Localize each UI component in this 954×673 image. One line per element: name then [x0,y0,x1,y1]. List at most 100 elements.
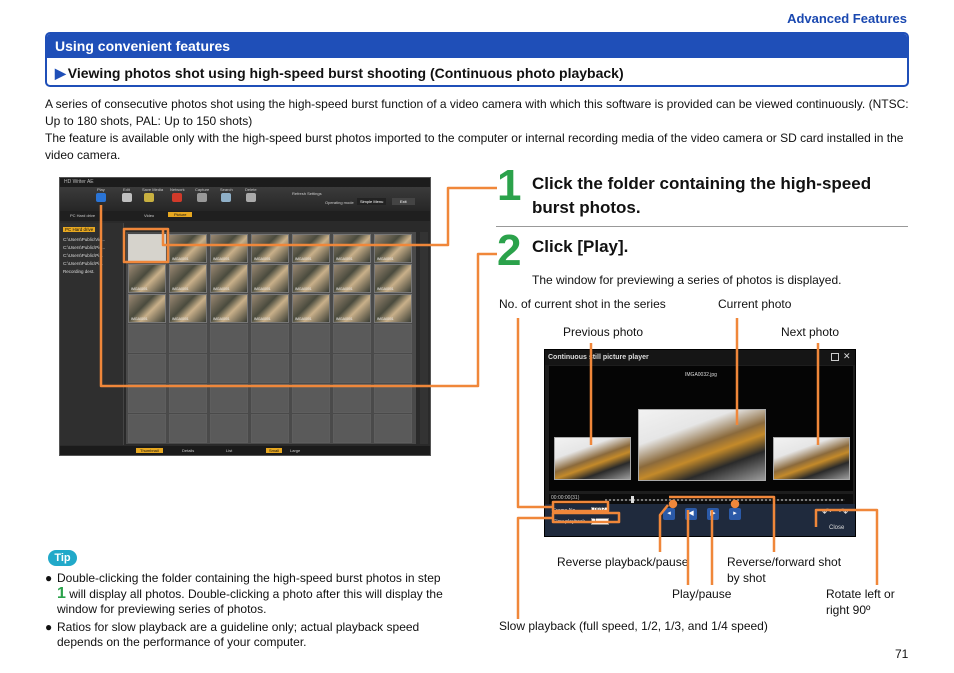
large-size-button[interactable]: Large [290,448,301,453]
app-screenshot: HD Writer AE Play Edit Save Media Networ… [59,177,431,456]
photo-thumbnail[interactable]: IMGA0001 [128,294,166,323]
thumbnail-label: IMGA0001 [377,287,394,291]
thumbnail-label: IMGA0001 [336,317,353,321]
thumbnail-label: IMGA0001 [172,257,189,261]
frame-no-highlight [551,500,610,513]
edit-icon[interactable] [122,193,132,202]
photo-thumbnail[interactable]: IMGA0001 [210,234,248,263]
toolbar-label-delete: Delete [245,187,257,192]
network-icon[interactable] [172,193,182,202]
photo-thumbnail[interactable]: IMGA0001 [169,294,207,323]
progress-thumb[interactable] [631,496,634,503]
photo-thumbnail[interactable]: IMGA0001 [333,264,371,293]
empty-thumbnail-slot [251,414,289,443]
reverse-shot-button[interactable]: ◂ [663,508,675,520]
tree-item[interactable]: C:\Users\Public\Pi... [63,261,104,266]
next-photo[interactable] [773,437,850,480]
thumbnail-label: IMGA0001 [131,287,148,291]
triangle-arrow-icon: ▶ [55,65,66,81]
empty-thumbnail-slot [210,324,248,353]
thumbnail-label: IMGA0001 [131,317,148,321]
tip-item: ● Double-clicking the folder containing … [45,571,450,617]
capture-icon[interactable] [197,193,207,202]
bullet-icon: ● [45,571,53,585]
reverse-forward-shot-line [669,495,776,552]
tip-item-1-text-b: will display all photos. Double-clicking… [57,587,443,616]
empty-thumbnail-slot [210,354,248,383]
photo-thumbnail[interactable]: IMGA0001 [292,234,330,263]
previous-photo[interactable] [554,437,631,480]
details-view-button[interactable]: Details [182,448,195,453]
exit-button[interactable]: Exit [392,198,415,205]
rotate-right-icon[interactable]: ↷ [839,507,849,519]
step-1-number: 1 [497,161,522,210]
operating-mode-select[interactable]: Simple Menu [357,198,387,205]
thumbnail-label: IMGA0001 [213,317,230,321]
rotate-left-icon[interactable]: ↶ [822,507,832,519]
rotate-line [814,508,879,585]
callout-reverse-forward-shot: Reverse/forward shot [727,555,842,569]
advanced-features-link[interactable]: Advanced Features [787,11,907,26]
empty-thumbnail-slot [169,324,207,353]
empty-thumbnail-slot [128,324,166,353]
folder-tree: PC Hard drive C:\Users\Public\Vid... C:\… [60,223,124,445]
tree-item[interactable]: C:\Users\Public\Pi... [63,253,104,258]
callout-play-pause: Play/pause [672,587,732,601]
photo-thumbnail[interactable]: IMGA0001 [128,264,166,293]
thumbnail-view-button[interactable]: Thumbnail [136,448,163,453]
callout-current-photo: Current photo [718,297,792,311]
photo-thumbnail[interactable]: IMGA0001 [210,294,248,323]
photo-thumbnail[interactable]: IMGA0001 [333,234,371,263]
empty-thumbnail-slot [128,384,166,413]
photo-thumbnail[interactable]: IMGA0001 [333,294,371,323]
photo-thumbnail[interactable]: IMGA0001 [292,264,330,293]
callout-reverse-playback: Reverse playback/pause [557,555,689,569]
photo-thumbnail[interactable]: IMGA0001 [251,294,289,323]
empty-thumbnail-slot [210,414,248,443]
section-subtitle-text: Viewing photos shot using high-speed bur… [67,65,624,81]
refresh-settings-label[interactable]: Refresh Settings [292,191,322,196]
photo-thumbnail[interactable]: IMGA0001 [292,294,330,323]
save-media-icon[interactable] [144,193,154,202]
callout-shot-number: No. of current shot in the series [499,297,666,311]
callout-next-photo: Next photo [781,325,840,339]
toolbar-label-edit: Edit [123,187,130,192]
tree-item-pc-hard-drive[interactable]: PC Hard drive [63,227,96,232]
thumbnail-label: IMGA0001 [254,257,271,261]
thumbnail-label: IMGA0001 [254,287,271,291]
play-icon[interactable] [96,193,106,202]
photo-thumbnail[interactable]: IMGA0001 [374,294,412,323]
maximize-icon[interactable] [831,353,839,361]
photo-thumbnail[interactable]: IMGA0001 [251,234,289,263]
tree-item-recording-dest[interactable]: Recording dest. [63,269,95,274]
photo-thumbnail[interactable]: IMGA0001 [374,234,412,263]
section-subtitle: ▶Viewing photos shot using high-speed bu… [55,65,624,82]
thumbnail-label: IMGA0001 [295,317,312,321]
search-icon[interactable] [221,193,231,202]
photo-thumbnail[interactable]: IMGA0001 [169,234,207,263]
tab-video[interactable]: Video [144,213,155,218]
photo-thumbnail[interactable]: IMGA0001 [169,264,207,293]
photo-thumbnail[interactable]: IMGA0001 [210,264,248,293]
empty-thumbnail-slot [169,414,207,443]
photo-thumbnail[interactable]: IMGA0001 [374,264,412,293]
photo-thumbnail[interactable]: IMGA0001 [251,264,289,293]
small-size-button[interactable]: Small [266,448,283,453]
list-view-button[interactable]: List [226,448,233,453]
empty-thumbnail-slot [374,354,412,383]
delete-icon[interactable] [246,193,256,202]
tree-item[interactable]: C:\Users\Public\Vid... [63,237,106,242]
step-2-text: Click [Play]. [532,237,629,256]
close-button[interactable]: Close [829,525,845,531]
forward-shot-button[interactable]: ▸ [729,508,741,520]
tree-item[interactable]: C:\Users\Public\Pic... [63,245,106,250]
thumbnail-label: IMGA0001 [254,317,271,321]
scrollbar[interactable] [420,232,428,444]
empty-thumbnail-slot [333,354,371,383]
close-icon[interactable]: ✕ [843,351,851,361]
tab-picture[interactable]: Picture [168,212,193,217]
toolbar-label-network: Network [170,187,185,192]
tip-badge: Tip [48,550,77,566]
